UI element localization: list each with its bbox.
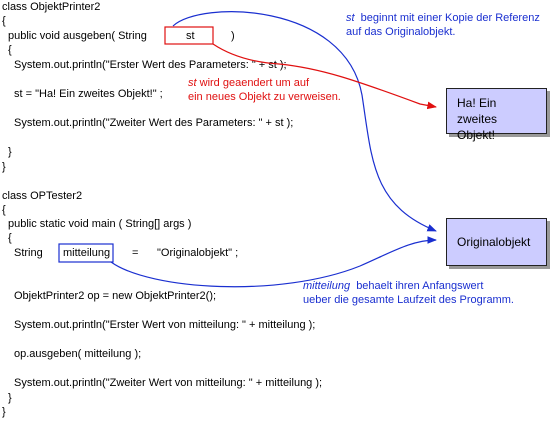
class2-header: class OPTester2 [2, 190, 83, 202]
code-line-new: ObjektPrinter2 op = new ObjektPrinter2()… [14, 290, 217, 302]
brace: } [8, 146, 12, 158]
code-line-print4: System.out.println("Zweiter Wert von mit… [14, 377, 323, 389]
decl-value: "Originalobjekt" ; [157, 247, 239, 259]
new-object-label-line2: Objekt! [457, 128, 496, 142]
note-red-changed-line1: st wird geaendert um auf [188, 76, 309, 90]
code-line-print2: System.out.println("Zweiter Wert des Par… [14, 117, 294, 129]
arrow-st-to-original [172, 11, 437, 232]
method1-signature-suffix: ) [231, 30, 235, 42]
method1-signature-prefix: public void ausgeben( String [8, 30, 147, 42]
code-line-print3: System.out.println("Erster Wert von mitt… [14, 319, 316, 331]
class1-header: class ObjektPrinter2 [2, 1, 101, 13]
note-blue-copy-line1: st beginnt mit einer Kopie der Referenz [346, 11, 540, 25]
param-highlight-box [164, 26, 214, 45]
brace: { [2, 15, 6, 27]
note-blue-keeps-line1: mitteilung behaelt ihren Anfangswert [303, 279, 483, 293]
note-red-emph: st [188, 77, 197, 89]
decl-type: String [14, 247, 43, 259]
arrow-mitteilung-to-original [110, 236, 437, 288]
original-object-label: Originalobjekt [457, 235, 531, 249]
original-object-box: Originalobjekt [446, 218, 547, 266]
note-blue-keeps-emph: mitteilung [303, 280, 351, 292]
arrow-st-to-new-object [212, 43, 437, 110]
decl-eq: = [132, 247, 139, 259]
note-blue-keeps-line2: ueber die gesamte Laufzeit des Programm. [303, 294, 514, 306]
brace: } [8, 392, 12, 404]
note-blue-copy-line2: auf das Originalobjekt. [346, 26, 456, 38]
note-blue-keeps-text: behaelt ihren Anfangswert [350, 280, 484, 292]
brace: { [8, 44, 12, 56]
decl-var: mitteilung [63, 247, 111, 259]
var-highlight-box [58, 243, 114, 263]
main-signature: public static void main ( String[] args … [8, 218, 192, 230]
code-line-call: op.ausgeben( mitteilung ); [14, 348, 142, 360]
new-object-box: Ha! Ein zweites Objekt! [446, 88, 547, 142]
note-blue-copy-text: beginnt mit einer Kopie der Referenz [354, 12, 540, 24]
code-line-print1: System.out.println("Erster Wert des Para… [14, 59, 287, 71]
new-object-label-line1: Ha! Ein zweites [457, 96, 498, 126]
note-red-changed-line2: ein neues Objekt zu verweisen. [188, 91, 341, 103]
note-red-text: wird geaendert um auf [196, 77, 310, 89]
code-line-assign: st = "Ha! Ein zweites Objekt!" ; [14, 88, 163, 100]
note-blue-copy-emph: st [346, 12, 355, 24]
brace: } [2, 161, 6, 173]
brace: { [2, 204, 6, 216]
brace: { [8, 232, 12, 244]
brace: } [2, 406, 6, 418]
param-name: st [186, 30, 195, 42]
